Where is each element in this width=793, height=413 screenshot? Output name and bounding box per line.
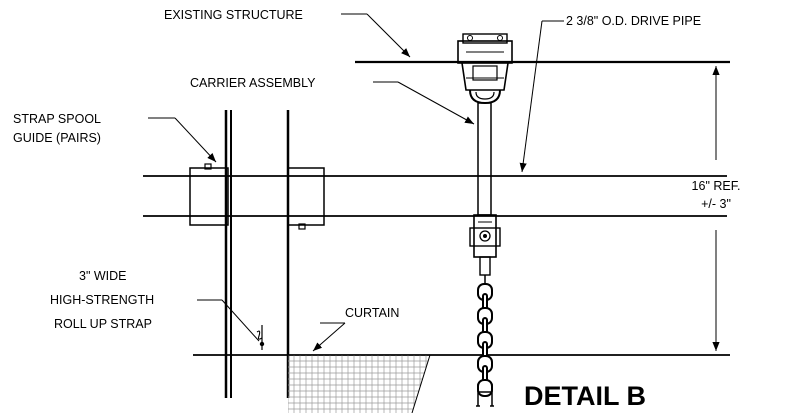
strap-label-line3: ROLL UP STRAP — [54, 317, 152, 331]
strap-spool-guide-left — [189, 163, 229, 226]
drive-pipe-label: 2 3/8" O.D. DRIVE PIPE — [566, 14, 701, 28]
strap-label-line2: HIGH-STRENGTH — [50, 293, 154, 307]
strap-spool-label-line1: STRAP SPOOL — [13, 112, 101, 126]
carrier-assembly — [457, 33, 513, 407]
strap-spool-label-line2: GUIDE (PAIRS) — [13, 131, 101, 145]
dimension-label-line2: +/- 3" — [701, 197, 731, 211]
leader-existing-structure: EXISTING STRUCTURE — [164, 8, 411, 58]
drive-pipe — [143, 175, 727, 217]
curtain-label: CURTAIN — [345, 306, 399, 320]
leader-drive-pipe: 2 3/8" O.D. DRIVE PIPE — [519, 14, 701, 173]
curtain-mesh — [288, 355, 430, 413]
strap-label-line1: 3" WIDE — [79, 269, 127, 283]
leader-curtain: CURTAIN — [312, 306, 399, 352]
roll-up-strap — [256, 325, 265, 350]
detail-title: DETAIL B — [524, 381, 646, 411]
carrier-assembly-label: CARRIER ASSEMBLY — [190, 76, 316, 90]
leader-carrier-assembly: CARRIER ASSEMBLY — [190, 76, 475, 125]
spool-flanges — [224, 110, 290, 398]
strap-spool-guide-right — [287, 167, 325, 230]
dimension-16-ref: 16" REF. +/- 3" — [692, 66, 741, 351]
existing-structure-label: EXISTING STRUCTURE — [164, 8, 303, 22]
leader-strap-spool-guide: STRAP SPOOL GUIDE (PAIRS) — [13, 112, 217, 163]
chain — [477, 283, 493, 397]
dimension-label-line1: 16" REF. — [692, 179, 741, 193]
leader-roll-up-strap: 3" WIDE HIGH-STRENGTH ROLL UP STRAP — [50, 269, 260, 342]
chain-link — [477, 379, 493, 397]
